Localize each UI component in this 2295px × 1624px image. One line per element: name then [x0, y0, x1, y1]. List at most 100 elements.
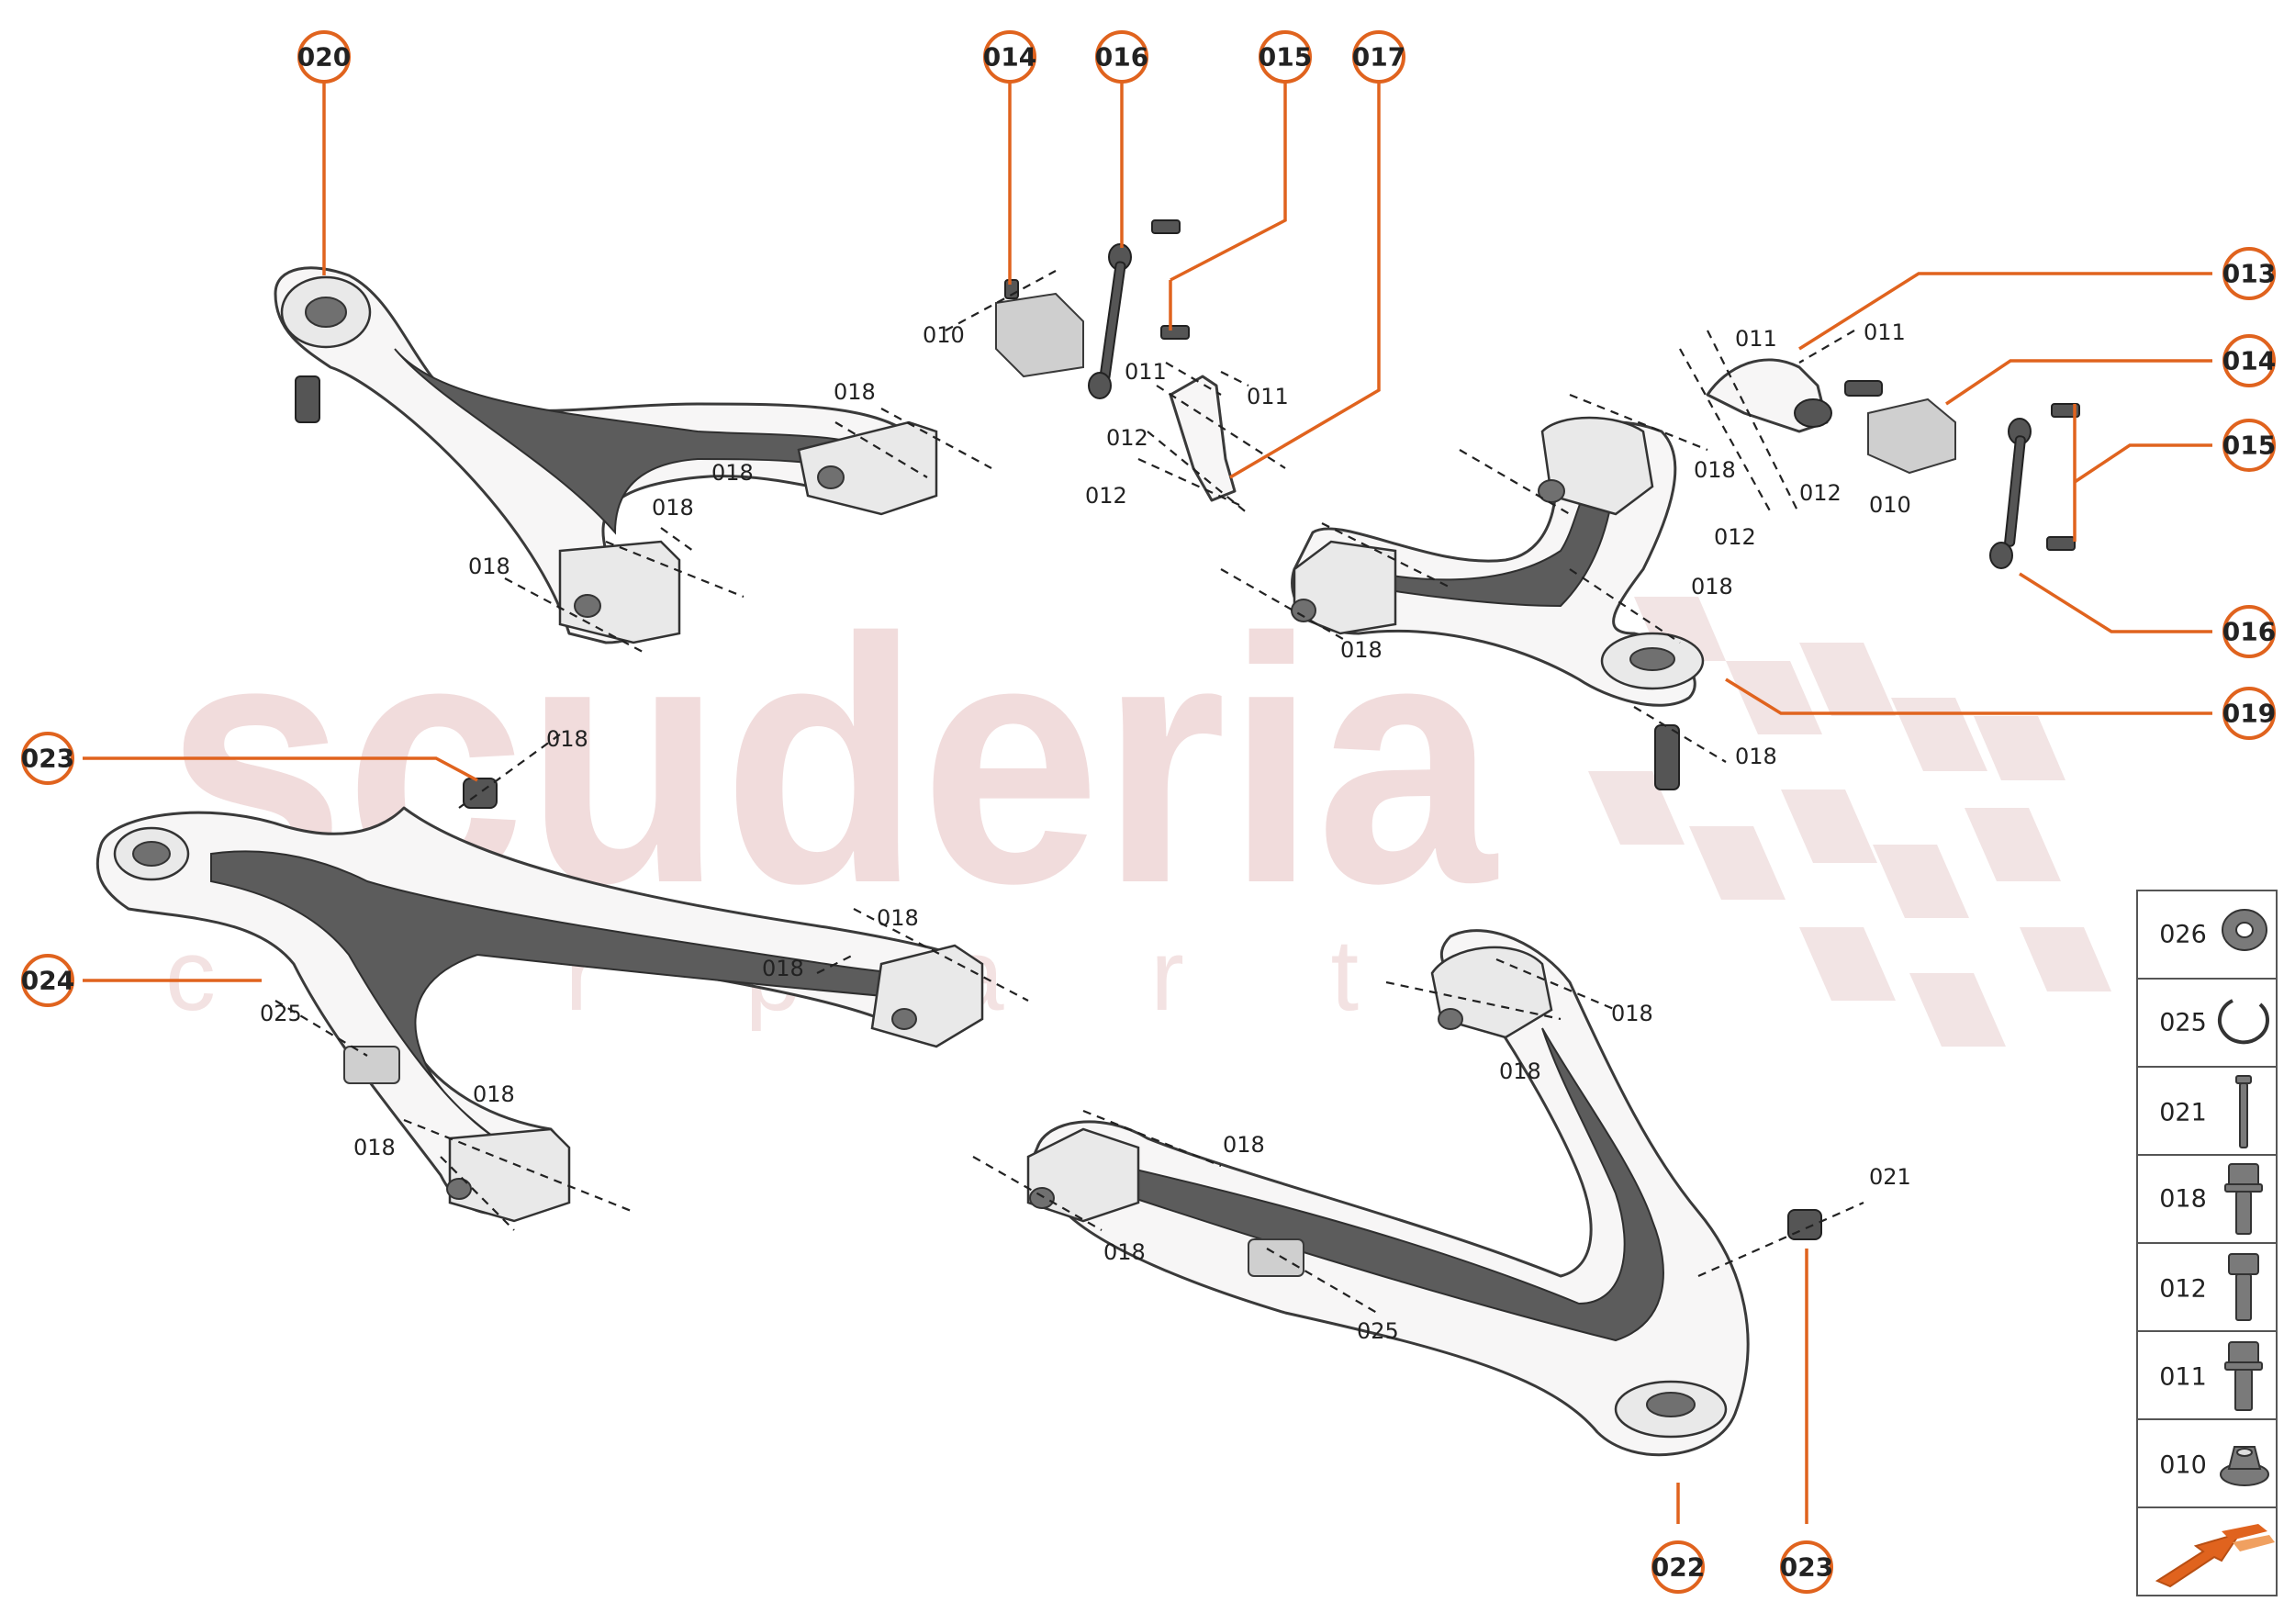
bushing-sleeve: [1248, 1238, 1304, 1277]
lower-control-arm-right: [1026, 929, 1750, 1457]
svg-text:020: 020: [297, 42, 351, 73]
svg-text:023: 023: [1780, 1552, 1833, 1583]
part-label: 011: [1125, 359, 1167, 385]
part-label: 018: [877, 905, 919, 931]
ball-joint-stud: [295, 375, 320, 423]
level-sensor-right: [1867, 398, 1956, 475]
part-label: 018: [468, 554, 510, 579]
fastener-legend: 026 025 021 018: [2136, 890, 2278, 1596]
callout-016-left[interactable]: 016: [1095, 30, 1148, 84]
part-label: 025: [260, 1001, 302, 1026]
svg-text:016: 016: [2222, 617, 2276, 647]
svg-text:010: 010: [2159, 1451, 2207, 1480]
part-label: 018: [1691, 574, 1733, 599]
part-label: 025: [1357, 1318, 1399, 1344]
bolts-015-right: [2046, 403, 2080, 551]
level-sensor-left: [995, 279, 1084, 378]
svg-text:021: 021: [2159, 1099, 2207, 1127]
callout-015-left[interactable]: 015: [1259, 30, 1312, 84]
svg-text:025: 025: [2159, 1009, 2207, 1037]
washer-icon: [2222, 909, 2267, 951]
part-labels: 010 011 011 012 012 018 018 018 018 011 …: [260, 319, 1911, 1344]
callout-022[interactable]: 022: [1651, 1540, 1705, 1594]
svg-text:011: 011: [2159, 1363, 2207, 1392]
part-label: 018: [1694, 457, 1736, 483]
svg-text:018: 018: [2159, 1185, 2207, 1214]
callout-023-right[interactable]: 023: [1780, 1540, 1833, 1594]
callout-017[interactable]: 017: [1352, 30, 1405, 84]
part-label: 011: [1247, 384, 1289, 409]
flange-bolt-icon: [2224, 1163, 2263, 1235]
part-label: 018: [1223, 1132, 1265, 1158]
svg-text:022: 022: [1651, 1552, 1705, 1583]
part-label: 018: [1340, 637, 1383, 663]
svg-text:019: 019: [2222, 699, 2276, 729]
lower-control-arm-left: [95, 806, 984, 1223]
sensor-link-rod-right: [1989, 418, 2032, 569]
hex-bolt-icon: [2228, 1253, 2259, 1321]
legend-item-011[interactable]: 011: [2159, 1341, 2263, 1411]
callout-016-right[interactable]: 016: [2222, 605, 2276, 658]
part-label: 018: [711, 460, 754, 486]
part-label: 018: [546, 726, 588, 752]
part-label: 012: [1085, 483, 1127, 509]
svg-text:024: 024: [21, 966, 74, 996]
part-label: 012: [1714, 524, 1756, 550]
flange-nut-icon: [2220, 1446, 2269, 1486]
callout-015-right[interactable]: 015: [2222, 419, 2276, 472]
callout-024[interactable]: 024: [21, 954, 74, 1007]
legend-item-018[interactable]: 018: [2159, 1163, 2263, 1235]
legend-item-012[interactable]: 012: [2159, 1253, 2259, 1321]
svg-text:013: 013: [2222, 259, 2276, 289]
svg-text:015: 015: [2222, 431, 2276, 461]
part-label: 011: [1735, 326, 1777, 352]
direction-arrow-icon: [2155, 1524, 2275, 1588]
part-label: 018: [473, 1081, 515, 1107]
part-label: 018: [834, 379, 876, 405]
sensor-link-rod-left: [1088, 243, 1132, 399]
callout-014-right[interactable]: 014: [2222, 334, 2276, 387]
part-label: 018: [1735, 744, 1777, 769]
long-bolt-icon: [2235, 1075, 2252, 1148]
assembly-lines: [274, 270, 1864, 1314]
watermark: scuderia c a r p a r t: [165, 566, 2111, 1047]
bushing-sleeve: [343, 1046, 400, 1084]
part-label: 018: [1103, 1239, 1146, 1265]
svg-text:016: 016: [1095, 42, 1148, 73]
upper-control-arm-left: [274, 266, 938, 644]
callout-013[interactable]: 013: [2222, 247, 2276, 300]
nut-023-left: [463, 778, 498, 809]
svg-text:014: 014: [983, 42, 1036, 73]
legend-item-010[interactable]: 010: [2159, 1446, 2269, 1486]
ball-joint-stud: [1654, 724, 1680, 790]
legend-item-026[interactable]: 026: [2159, 909, 2267, 951]
part-label: 018: [1499, 1058, 1541, 1084]
legend-item-021[interactable]: 021: [2159, 1075, 2252, 1148]
svg-text:017: 017: [1352, 42, 1405, 73]
svg-text:023: 023: [21, 744, 74, 774]
upper-control-arm-right: [1291, 416, 1705, 790]
part-label: 011: [1864, 319, 1906, 345]
svg-text:014: 014: [2222, 346, 2276, 376]
svg-text:026: 026: [2159, 921, 2207, 949]
part-label: 018: [353, 1135, 396, 1160]
callout-023-left[interactable]: 023: [21, 732, 74, 785]
part-label: 010: [923, 322, 965, 348]
part-label: 010: [1869, 492, 1911, 518]
part-label: 018: [1611, 1001, 1653, 1026]
callout-014-left[interactable]: 014: [983, 30, 1036, 84]
checkered-flag-watermark: [1588, 597, 2111, 1047]
part-label: 018: [652, 495, 694, 521]
part-label: 012: [1799, 480, 1842, 506]
part-label: 012: [1106, 425, 1148, 451]
callout-020[interactable]: 020: [297, 30, 351, 84]
callout-019[interactable]: 019: [2222, 687, 2276, 740]
short-bolt-icon: [2224, 1341, 2263, 1411]
legend-item-025[interactable]: 025: [2159, 999, 2269, 1045]
svg-text:012: 012: [2159, 1275, 2207, 1304]
svg-text:015: 015: [1259, 42, 1312, 73]
callout-leaders: [83, 81, 2212, 1524]
bracket-017: [1169, 375, 1237, 502]
part-label: 018: [762, 956, 804, 981]
